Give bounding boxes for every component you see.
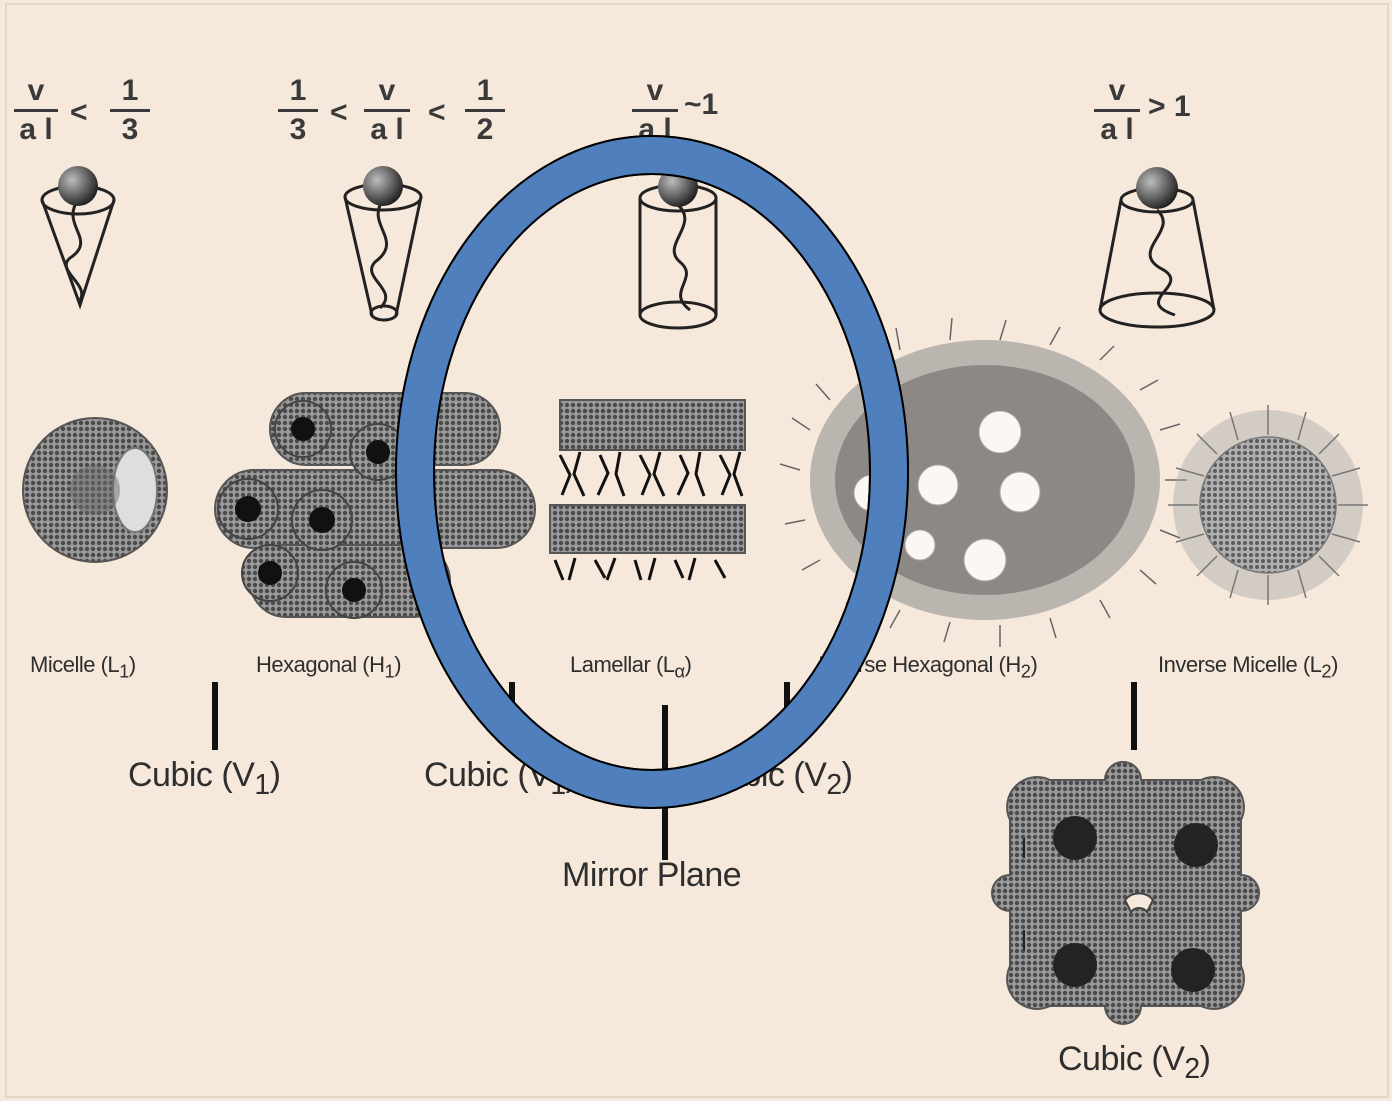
greater-than-one: > 1 [1148, 90, 1191, 124]
cubic-v2-label: Cubic (V2) [700, 756, 852, 802]
phase-label-hexagonal: Hexagonal (H1) [256, 652, 401, 682]
formula-2-third: 1 3 [278, 75, 318, 146]
cubic-v2-bottom-label: Cubic (V2) [1058, 1040, 1210, 1086]
cubic-middle-label: Cubic (V1) [424, 756, 576, 802]
inverse-micelle-illustration [1168, 405, 1368, 605]
less-than-sign: < [330, 96, 348, 130]
phase-label-inverse-micelle: Inverse Micelle (L2) [1158, 652, 1338, 682]
fraction-denominator: 3 [278, 114, 318, 146]
truncated-cone-shape-icon [345, 166, 421, 320]
fraction-denominator: a l [364, 114, 410, 146]
inverse-hexagonal-illustration [780, 318, 1187, 647]
formula-1-third: 1 3 [110, 75, 150, 146]
less-than-sign: < [428, 96, 446, 130]
phase-label-inverse-hexagonal: Inverse Hexagonal (H2) [818, 652, 1037, 682]
less-than-sign: < [70, 96, 88, 130]
cylinder-shape-icon [640, 167, 716, 328]
phase-label-micelle: Micelle (L1) [30, 652, 136, 682]
fraction-numerator: v [14, 75, 58, 107]
fraction-numerator: 1 [278, 75, 318, 107]
fraction-denominator: a l [632, 114, 678, 146]
fraction-numerator: v [364, 75, 410, 107]
fraction-numerator: 1 [465, 75, 505, 107]
approx-one: ~1 [684, 88, 718, 122]
fraction-denominator: 3 [110, 114, 150, 146]
formula-4-va: v a l [1094, 75, 1140, 146]
fraction-numerator: v [632, 75, 678, 107]
fraction-numerator: v [1094, 75, 1140, 107]
lamellar-illustration [550, 400, 745, 580]
formula-1-va: v a l [14, 75, 58, 146]
formula-2-half: 1 2 [465, 75, 505, 146]
cubic-v1-label: Cubic (V1) [128, 756, 280, 802]
formula-2-va: v a l [364, 75, 410, 146]
fraction-denominator: 2 [465, 114, 505, 146]
mirror-plane-label: Mirror Plane [562, 856, 741, 895]
hexagonal-illustration [215, 393, 535, 618]
formula-3-va: v a l [632, 75, 678, 146]
micelle-illustration [23, 418, 167, 562]
inverted-cone-shape-icon [1100, 167, 1214, 327]
cubic-v2-illustration [992, 762, 1259, 1024]
phase-label-lamellar: Lamellar (Lα) [570, 652, 691, 682]
fraction-numerator: 1 [110, 75, 150, 107]
cone-shape-icon [42, 166, 114, 305]
fraction-denominator: a l [1094, 114, 1140, 146]
fraction-denominator: a l [14, 114, 58, 146]
